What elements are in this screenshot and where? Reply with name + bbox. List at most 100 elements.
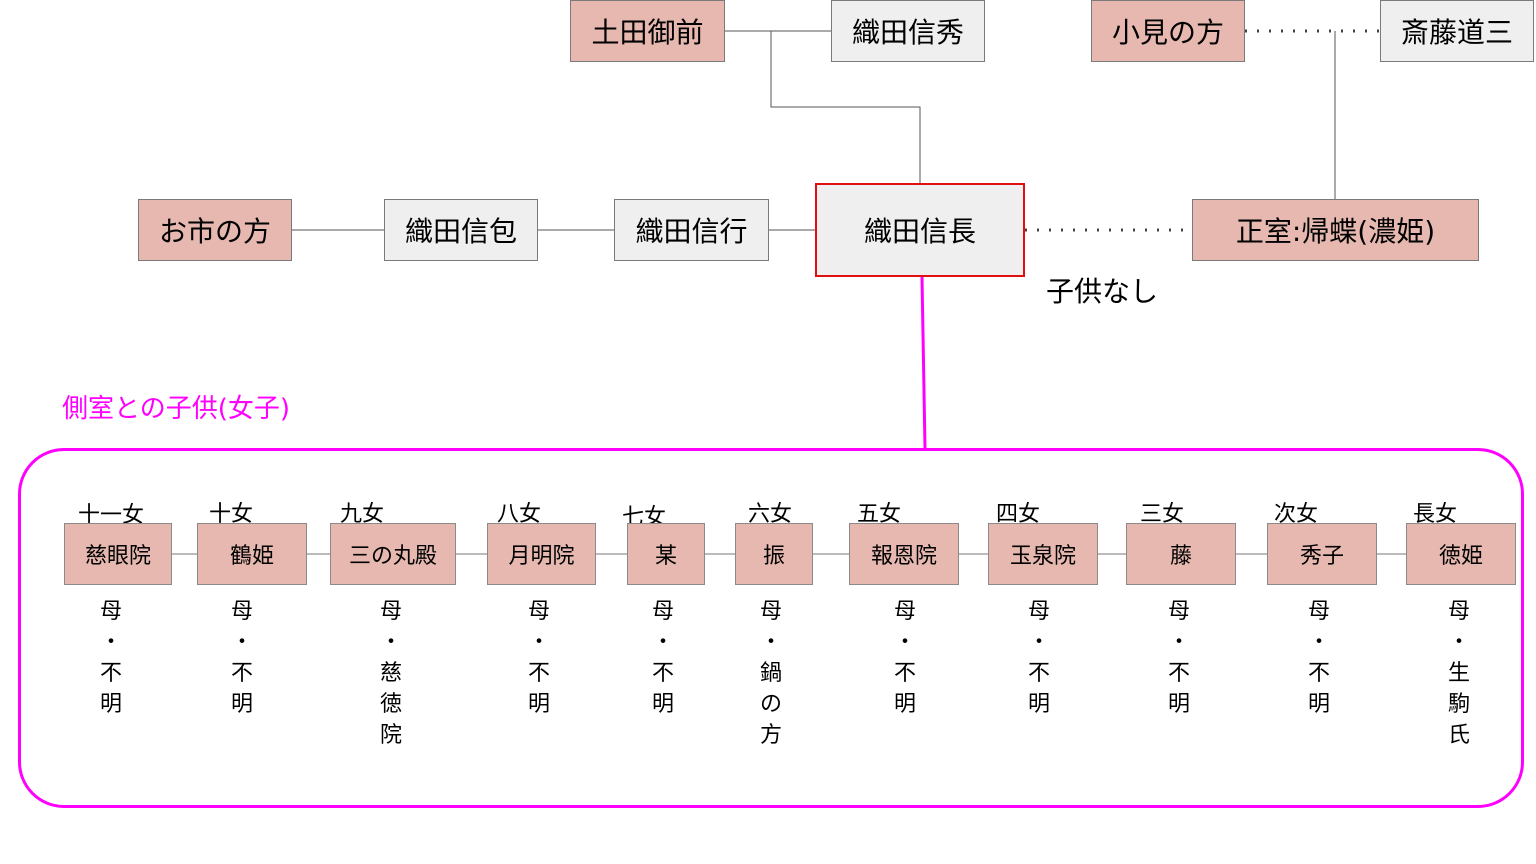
mother-char: ・ (1167, 630, 1190, 655)
daughter-order: 六女 (748, 502, 793, 527)
daughter-name: 秀子 (1299, 544, 1344, 569)
daughter-box: 報恩院 (849, 523, 959, 585)
mother-char: ・ (1447, 630, 1470, 655)
sibling-nobukane-name: 織田信包 (404, 215, 517, 248)
parent-mother-box: 土田御前 (570, 0, 725, 62)
daughter-name: 某 (654, 544, 677, 569)
mother-char: 母 (759, 599, 782, 624)
mother-char: 方 (759, 723, 782, 748)
mother-char: ・ (1027, 630, 1050, 655)
daughter-name: 慈眼院 (84, 544, 151, 569)
mother-char: 母 (527, 599, 550, 624)
wife-note: 子供なし (1046, 275, 1159, 308)
wife-name: 正室:帰蝶(濃姫) (1235, 215, 1436, 248)
daughter-box: 振 (735, 523, 813, 585)
wife-father-box: 斎藤道三 (1380, 0, 1534, 62)
sibling-oichi-box: お市の方 (138, 199, 292, 261)
mother-char: 不 (1307, 661, 1330, 686)
mother-char: 明 (1307, 692, 1330, 717)
wife-box: 正室:帰蝶(濃姫) (1192, 199, 1479, 261)
mother-char: ・ (99, 630, 122, 655)
mother-char: 院 (379, 723, 402, 748)
mother-char: 母 (230, 599, 253, 624)
daughter-order: 五女 (857, 502, 902, 527)
mother-char: ・ (230, 630, 253, 655)
mother-char: 明 (527, 692, 550, 717)
daughter-order: 三女 (1140, 502, 1185, 527)
daughter-box: 藤 (1126, 523, 1236, 585)
daughter-box: 月明院 (487, 523, 596, 585)
children-descent-line (920, 276, 927, 449)
mother-char: 明 (893, 692, 916, 717)
daughter-name: 玉泉院 (1009, 544, 1076, 569)
daughter-name: 三の丸殿 (348, 544, 437, 569)
mother-char: 不 (1167, 661, 1190, 686)
wife-mother-name: 小見の方 (1111, 16, 1224, 49)
parent-father-name: 織田信秀 (851, 16, 964, 49)
daughter-name: 振 (762, 544, 785, 569)
daughter-mother: 母 ・ 不 明 (524, 596, 554, 720)
sibling-nobuyuki-box: 織田信行 (614, 199, 769, 261)
daughter-box: 徳姫 (1406, 523, 1516, 585)
main-person-name: 織田信長 (863, 215, 976, 248)
daughter-mother: 母 ・ 不 明 (1304, 596, 1334, 720)
mother-char: 母 (893, 599, 916, 624)
mother-char: 母 (651, 599, 674, 624)
mother-char: 母 (99, 599, 122, 624)
mother-char: 明 (230, 692, 253, 717)
mother-char: ・ (893, 630, 916, 655)
daughter-box: 鶴姫 (197, 523, 307, 585)
daughter-name: 鶴姫 (229, 544, 274, 569)
daughter-mother: 母 ・ 慈 徳 院 (376, 596, 406, 751)
mother-char: 不 (527, 661, 550, 686)
wife-father-name: 斎藤道三 (1400, 16, 1513, 49)
daughter-box: 三の丸殿 (330, 523, 456, 585)
daughter-box: 某 (627, 523, 705, 585)
parents-to-child-line (770, 31, 921, 184)
mother-char: 不 (230, 661, 253, 686)
daughter-order: 九女 (340, 502, 385, 527)
mother-char: 不 (893, 661, 916, 686)
mother-char: 不 (99, 661, 122, 686)
mother-char: 明 (651, 692, 674, 717)
mother-char: 不 (651, 661, 674, 686)
daughter-name: 藤 (1169, 544, 1192, 569)
daughter-name: 報恩院 (870, 544, 937, 569)
daughter-name: 月明院 (508, 544, 575, 569)
mother-char: ・ (527, 630, 550, 655)
mother-char: 母 (1447, 599, 1470, 624)
main-person-box: 織田信長 (815, 183, 1025, 277)
mother-char: ・ (1307, 630, 1330, 655)
daughter-order: 八女 (497, 502, 542, 527)
daughter-mother: 母 ・ 不 明 (1024, 596, 1054, 720)
daughter-order: 十女 (209, 502, 254, 527)
sibling-nobukane-box: 織田信包 (384, 199, 538, 261)
mother-char: 母 (1307, 599, 1330, 624)
mother-char: 慈 (379, 661, 402, 686)
daughter-mother: 母 ・ 生 駒 氏 (1444, 596, 1474, 751)
daughter-order: 次女 (1274, 502, 1319, 527)
mother-char: 母 (379, 599, 402, 624)
sibling-oichi-name: お市の方 (158, 215, 271, 248)
mother-char: 駒 (1447, 692, 1470, 717)
mother-char: 氏 (1447, 723, 1470, 748)
daughter-name: 徳姫 (1438, 544, 1483, 569)
daughter-mother: 母 ・ 不 明 (648, 596, 678, 720)
mother-char: ・ (379, 630, 402, 655)
mother-char: 明 (1167, 692, 1190, 717)
parent-mother-name: 土田御前 (591, 16, 704, 49)
mother-char: 母 (1167, 599, 1190, 624)
mother-char: ・ (759, 630, 782, 655)
daughter-box: 慈眼院 (64, 523, 172, 585)
mother-char: 不 (1027, 661, 1050, 686)
daughter-box: 玉泉院 (988, 523, 1098, 585)
mother-char: 明 (99, 692, 122, 717)
daughter-order: 四女 (996, 502, 1041, 527)
mother-char: 徳 (379, 692, 402, 717)
daughters-section-label: 側室との子供(女子) (62, 394, 291, 424)
daughter-mother: 母 ・ 鍋 の 方 (756, 596, 786, 751)
mother-char: 鍋 (759, 661, 782, 686)
mother-char: 生 (1447, 661, 1470, 686)
daughter-mother: 母 ・ 不 明 (96, 596, 126, 720)
